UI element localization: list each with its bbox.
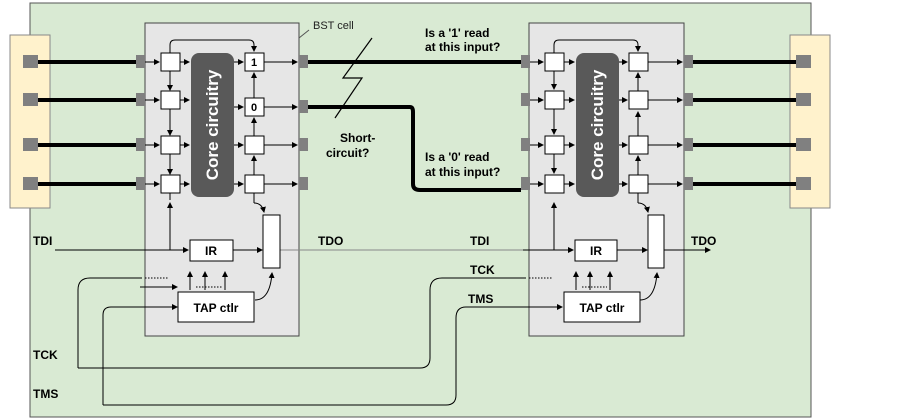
tap-label-right: TAP ctlr [580,301,625,315]
tms-label-mid: TMS [468,292,493,306]
tck-label-mid: TCK [470,263,495,277]
question-zero-line2: at this input? [425,165,500,179]
short-circuit-line2: circuit? [326,146,369,160]
question-one-line1: Is a '1' read [425,26,489,40]
core-label-left: Core circuitry [203,69,222,180]
bst-cell-label-1: BST cell [313,20,354,32]
right-connector [789,34,831,209]
bst-cell-pointer [298,29,310,39]
cell-value-1: 1 [251,57,257,69]
interchip-traces [308,60,521,192]
tdi-label-right: TDI [470,234,489,248]
tms-label-bottom: TMS [33,387,58,401]
core-label-right: Core circuitry [588,69,607,180]
chip-right [78,22,711,406]
tck-label-bottom: TCK [33,348,58,362]
cell-value-0: 0 [251,102,257,114]
tdi-label-left: TDI [33,234,52,248]
left-traces [38,60,137,186]
chip-left [55,22,523,405]
ir-label-right: IR [590,244,602,258]
tap-label-left: TAP ctlr [194,301,239,315]
ir-label-left: IR [205,244,217,258]
short-circuit-line1: Short- [340,131,375,145]
tdo-label-right: TDO [691,234,716,248]
short-circuit-symbol [334,37,373,119]
tdo-label-left: TDO [318,234,343,248]
question-zero-line1: Is a '0' read [425,150,489,164]
question-one-line2: at this input? [425,40,500,54]
right-traces [693,60,796,186]
